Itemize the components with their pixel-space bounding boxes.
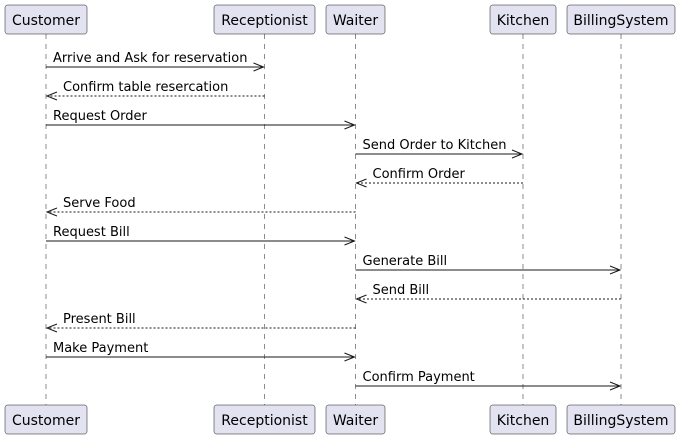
message-label: Serve Food	[63, 196, 136, 211]
participant-kitchen-top: Kitchen	[489, 4, 557, 35]
participant-box	[4, 404, 88, 435]
participant-label: Waiter	[333, 413, 379, 429]
participant-box	[566, 4, 676, 35]
arrow-head	[45, 323, 58, 333]
message-label: Arrive and Ask for reservation	[53, 51, 247, 66]
participant-billing-bottom: BillingSystem	[566, 404, 676, 435]
participant-customer-top: Customer	[4, 4, 88, 35]
arrow-head	[355, 294, 367, 304]
message-2: Confirm table resercation	[45, 80, 265, 101]
participant-box	[325, 4, 386, 35]
participant-box	[566, 404, 676, 435]
message-label: Confirm Payment	[363, 370, 475, 385]
message-label: Request Order	[53, 109, 148, 124]
participant-customer-bottom: Customer	[4, 404, 88, 435]
message-6: Serve Food	[45, 196, 356, 217]
participant-receptionist-bottom: Receptionist	[213, 404, 316, 435]
arrow-head	[253, 62, 265, 72]
participant-label: Customer	[12, 13, 80, 29]
arrow-head	[511, 149, 524, 159]
participant-waiter-bottom: Waiter	[325, 404, 386, 435]
participant-box	[489, 4, 557, 35]
participant-kitchen-bottom: Kitchen	[489, 404, 557, 435]
message-10: Present Bill	[45, 312, 356, 333]
message-label: Request Bill	[53, 225, 130, 240]
participant-box	[213, 4, 316, 35]
arrow-head	[45, 91, 58, 101]
participant-label: BillingSystem	[573, 13, 668, 29]
participants-top: Customer Receptionist Waiter Kitchen Billing…	[4, 4, 676, 35]
message-label: Make Payment	[53, 341, 148, 356]
arrow-head	[355, 178, 367, 188]
message-label: Confirm Order	[373, 167, 466, 182]
participant-box	[4, 4, 88, 35]
message-label: Send Bill	[373, 283, 430, 298]
participant-receptionist-top: Receptionist	[213, 4, 316, 35]
participant-billing-top: BillingSystem	[566, 4, 676, 35]
participant-box	[325, 404, 386, 435]
arrow-head	[609, 265, 622, 275]
arrow-head	[45, 207, 58, 217]
arrow-head	[344, 236, 356, 246]
message-label: Present Bill	[63, 312, 136, 327]
message-12: Confirm Payment	[355, 370, 622, 391]
arrow-head	[609, 381, 622, 391]
participant-box	[213, 404, 316, 435]
participant-label: Receptionist	[221, 413, 308, 429]
participant-waiter-top: Waiter	[325, 4, 386, 35]
participant-label: Kitchen	[497, 413, 550, 429]
participant-label: BillingSystem	[573, 413, 668, 429]
message-9: Send Bill	[355, 283, 621, 304]
message-label: Send Order to Kitchen	[363, 138, 507, 153]
message-1: Arrive and Ask for reservation	[46, 51, 265, 72]
message-label: Confirm table resercation	[63, 80, 228, 95]
participant-label: Kitchen	[497, 13, 550, 29]
participant-box	[489, 404, 557, 435]
arrow-head	[344, 120, 356, 130]
message-3: Request Order	[46, 109, 356, 130]
participants-bottom: Customer Receptionist Waiter Kitchen Billing…	[4, 404, 676, 435]
message-8: Generate Bill	[355, 254, 622, 275]
participant-label: Waiter	[333, 13, 379, 29]
message-5: Confirm Order	[355, 167, 523, 188]
message-7: Request Bill	[46, 225, 356, 246]
message-label: Generate Bill	[363, 254, 448, 269]
message-11: Make Payment	[46, 341, 356, 362]
participant-label: Receptionist	[221, 13, 308, 29]
participant-label: Customer	[12, 413, 80, 429]
message-4: Send Order to Kitchen	[355, 138, 524, 159]
arrow-head	[344, 352, 356, 362]
